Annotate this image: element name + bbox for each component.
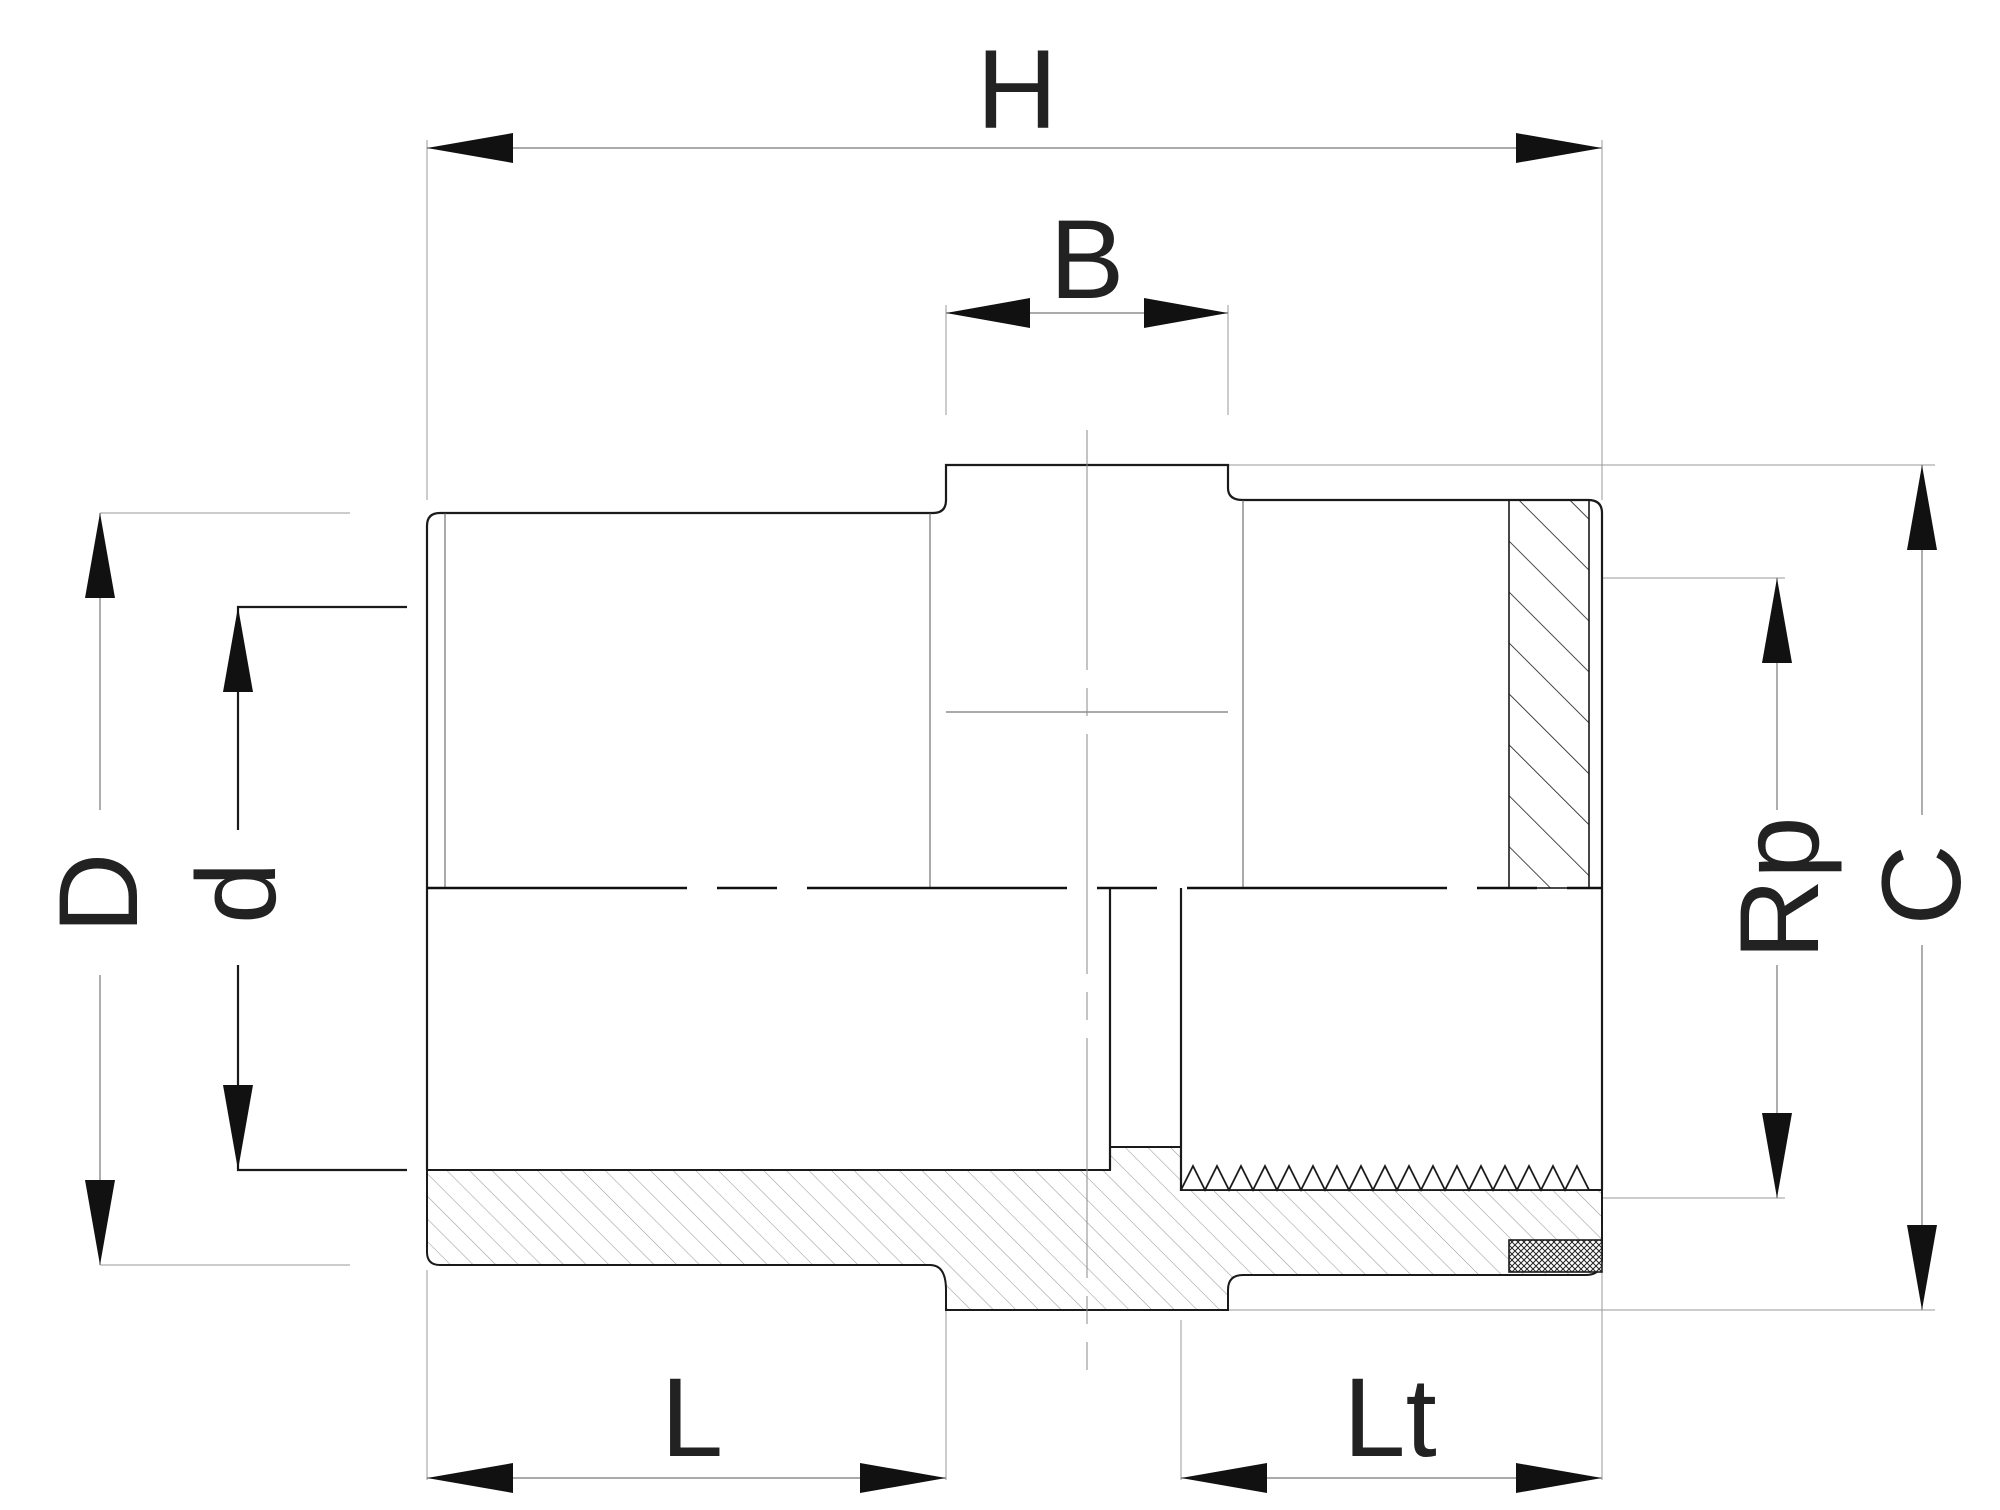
dimension-d-inner: d xyxy=(174,605,407,1172)
upper-outline xyxy=(425,463,1604,888)
fitting-body xyxy=(425,430,1604,1370)
label-d-outer: D xyxy=(36,853,161,934)
dimension-lt: Lt xyxy=(1181,1355,1602,1493)
dimension-c: C xyxy=(1859,465,1984,1310)
arrow-up xyxy=(1762,578,1792,663)
seal-ring xyxy=(1508,1239,1603,1273)
arrow-right xyxy=(1144,298,1228,328)
arrow-left xyxy=(427,1463,513,1493)
arrow-down xyxy=(1762,1113,1792,1198)
arrow-up xyxy=(85,513,115,598)
arrow-left xyxy=(427,133,513,163)
dimension-rp: Rp xyxy=(1717,578,1842,1198)
lower-section-hatch xyxy=(426,1146,1603,1311)
dimension-l: L xyxy=(427,1355,946,1493)
arrow-left xyxy=(1181,1463,1267,1493)
label-l: L xyxy=(661,1355,723,1480)
label-rp: Rp xyxy=(1717,816,1842,959)
arrow-down xyxy=(223,1085,253,1170)
arrow-right xyxy=(1516,1463,1602,1493)
thread-section-hatch xyxy=(1508,499,1590,889)
label-h: H xyxy=(977,27,1058,152)
arrow-up xyxy=(223,607,253,692)
internal-thread-teeth xyxy=(1179,1163,1591,1193)
label-d-inner: d xyxy=(174,862,299,924)
dimension-d: D xyxy=(36,513,161,1265)
arrow-down xyxy=(85,1180,115,1265)
extension-lines xyxy=(100,140,1935,1480)
label-lt: Lt xyxy=(1343,1355,1436,1480)
arrow-right xyxy=(860,1463,946,1493)
dimension-b: B xyxy=(946,197,1228,328)
dimension-h: H xyxy=(427,27,1602,163)
arrow-down xyxy=(1907,1225,1937,1310)
arrow-up xyxy=(1907,465,1937,550)
label-c: C xyxy=(1859,845,1984,926)
arrow-left xyxy=(946,298,1030,328)
arrow-right xyxy=(1516,133,1602,163)
label-b: B xyxy=(1050,197,1125,322)
